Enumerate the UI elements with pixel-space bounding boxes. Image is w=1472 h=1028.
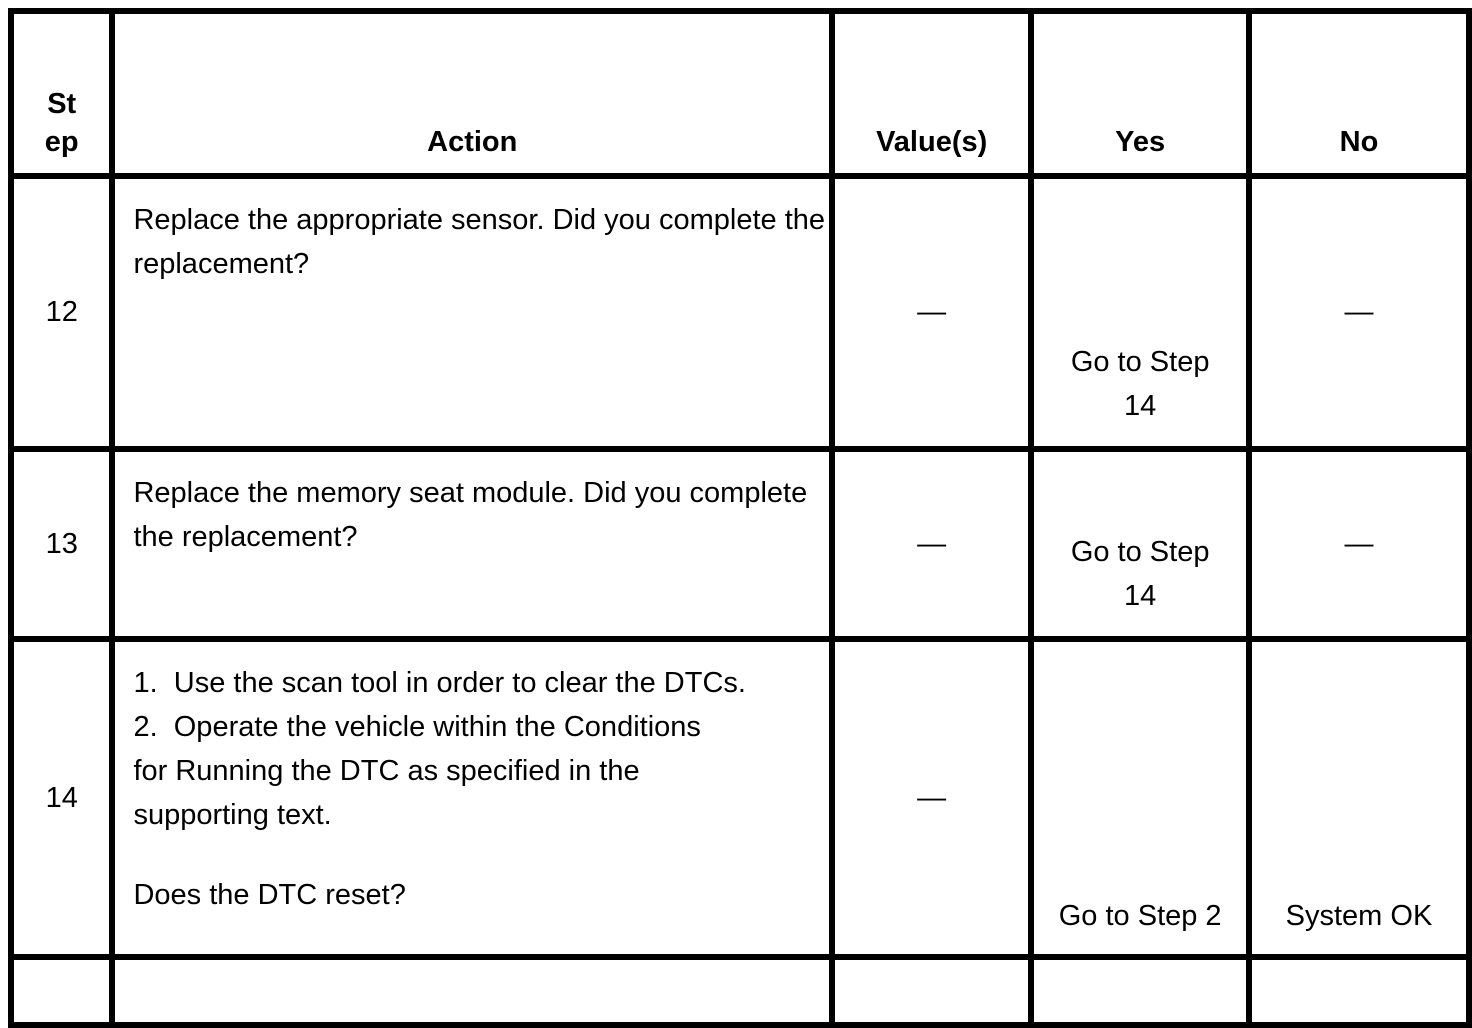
action-list-item-1: 1. Use the scan tool in order to clear t…	[133, 667, 746, 699]
column-header-values: Value(s)	[829, 8, 1035, 179]
header-step-line1: St	[47, 88, 77, 120]
value-cell-14: —	[829, 636, 1035, 960]
diagnostic-table-page: St ep Action Value(s) Yes No 12 Replace …	[7, 8, 1472, 1028]
column-header-step: St ep	[7, 8, 116, 179]
value-cell-12: —	[829, 173, 1035, 452]
partial-cell	[1245, 954, 1472, 1028]
diagnostic-steps-table: St ep Action Value(s) Yes No 12 Replace …	[7, 8, 1472, 1028]
partial-cell	[829, 954, 1035, 1028]
action-text-line: Replace the memory seat module. Did you …	[133, 477, 808, 509]
action-question: Does the DTC reset?	[133, 879, 406, 911]
table-row-step-13: 13 Replace the memory seat module. Did y…	[7, 446, 1472, 642]
no-cell-12: —	[1245, 173, 1472, 452]
action-text-line: Replace the appropriate sensor. Did you …	[133, 204, 826, 236]
column-header-action: Action	[109, 8, 836, 179]
table-row-step-12: 12 Replace the appropriate sensor. Did y…	[7, 173, 1472, 452]
yes-cell-14: Go to Step 2	[1028, 636, 1252, 960]
action-cell-14: 1. Use the scan tool in order to clear t…	[109, 636, 836, 960]
column-header-yes: Yes	[1028, 8, 1252, 179]
no-cell-14: System OK	[1245, 636, 1472, 960]
table-row-step-14: 14 1. Use the scan tool in order to clea…	[7, 636, 1472, 960]
header-step-line2: ep	[44, 126, 79, 158]
step-number-12: 12	[7, 173, 116, 452]
action-cell-12: Replace the appropriate sensor. Did you …	[109, 173, 836, 452]
action-text-line: supporting text.	[133, 799, 332, 831]
no-cell-13: —	[1245, 446, 1472, 642]
action-list-item-2: 2. Operate the vehicle within the Condit…	[133, 711, 701, 743]
column-header-no: No	[1245, 8, 1472, 179]
yes-cell-12: Go to Step 14	[1028, 173, 1252, 452]
yes-text-line: Go to Step	[1070, 346, 1210, 378]
partial-cell	[7, 954, 116, 1028]
yes-text-line: Go to Step	[1070, 536, 1210, 568]
partial-cell	[1028, 954, 1252, 1028]
yes-text-line: 14	[1124, 390, 1157, 422]
value-cell-13: —	[829, 446, 1035, 642]
partial-cell	[109, 954, 836, 1028]
table-row-partial	[7, 954, 1472, 1028]
action-cell-13: Replace the memory seat module. Did you …	[109, 446, 836, 642]
yes-cell-13: Go to Step 14	[1028, 446, 1252, 642]
header-row: St ep Action Value(s) Yes No	[7, 8, 1472, 179]
action-text-line: the replacement?	[133, 521, 358, 553]
action-text-line: replacement?	[133, 248, 310, 280]
step-number-13: 13	[7, 446, 116, 642]
action-text-line: for Running the DTC as specified in the	[133, 755, 640, 787]
yes-text-line: 14	[1124, 580, 1157, 612]
step-number-14: 14	[7, 636, 116, 960]
